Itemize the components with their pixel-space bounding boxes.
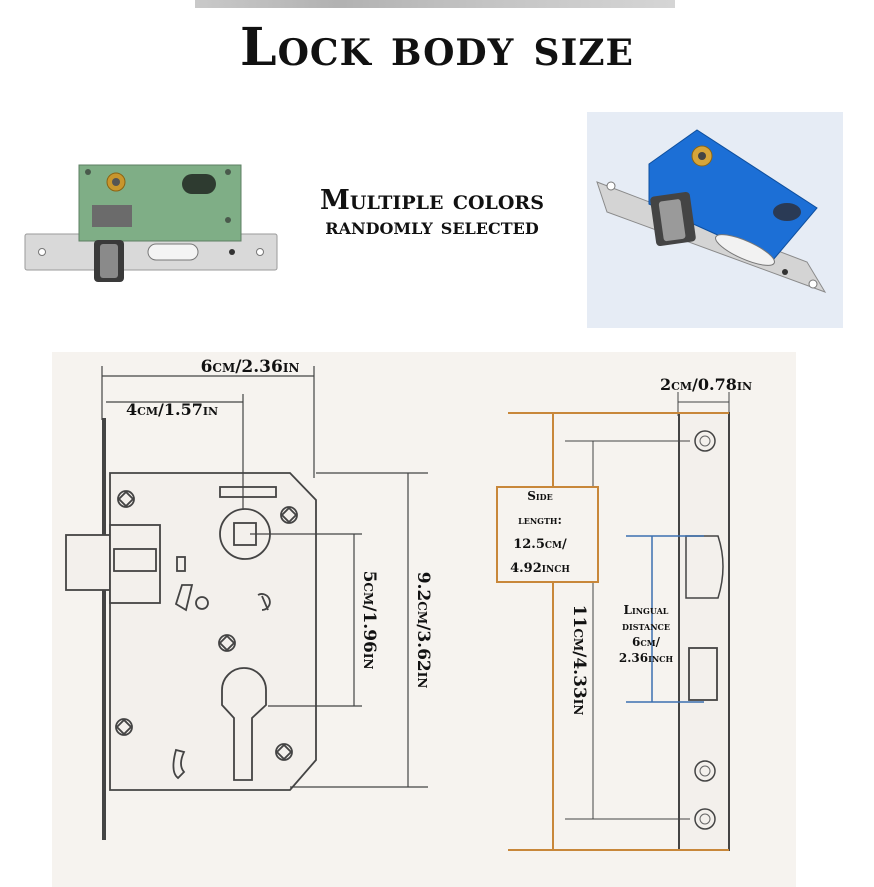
body-height-label: 9.2cm/3.62in <box>413 572 433 689</box>
center-distance-label: 5cm/1.96in <box>359 571 379 670</box>
backset-label: 4cm/1.57in <box>126 400 218 419</box>
faceplate-hole <box>694 430 716 452</box>
side-length-l2: length: <box>518 513 562 527</box>
top-slot <box>219 486 277 498</box>
side-length-box <box>496 486 599 583</box>
detent <box>172 748 186 780</box>
page-title: Lock body size <box>240 17 634 78</box>
faceplate-hole <box>694 808 716 830</box>
bolt-face <box>688 647 718 701</box>
colors-note: Multiple colors randomly selected <box>262 185 602 240</box>
colors-note-line2: randomly selected <box>325 213 539 240</box>
width-total-label: 6cm/2.36in <box>201 357 300 377</box>
front-view <box>65 418 317 840</box>
blue-lock-photo <box>587 112 843 328</box>
lingual-l4: 2.36inch <box>619 651 674 665</box>
faceplate-length-label: 11cm/4.33in <box>569 605 589 716</box>
green-lock-photo <box>22 160 280 285</box>
side-length-l4: 4.92inch <box>510 561 570 576</box>
cropped-header-strip <box>195 0 675 8</box>
lingual-l1: Lingual <box>624 603 669 617</box>
faceplate-width-label: 2cm/0.78in <box>660 375 752 394</box>
lock-body-outline <box>109 472 317 791</box>
lingual-l2: distance <box>622 619 670 633</box>
faceplate <box>678 412 730 851</box>
latch-face <box>685 535 724 599</box>
small-slot <box>176 556 186 572</box>
side-length-l1: Side <box>527 489 552 503</box>
cylinder-cutout <box>221 667 267 781</box>
side-view <box>496 392 730 851</box>
latch-housing <box>109 524 161 604</box>
side-length-l3: 12.5cm/ <box>513 537 567 552</box>
faceplate-hole <box>694 760 716 782</box>
hook-mark <box>257 593 271 611</box>
pin <box>195 596 209 610</box>
lingual-l3: 6cm/ <box>632 635 661 649</box>
latch-slot <box>113 548 157 572</box>
front-dimension-lines <box>101 366 428 788</box>
lever <box>174 584 194 612</box>
latch-bolt <box>65 534 111 591</box>
colors-note-line1: Multiple colors <box>320 185 544 216</box>
